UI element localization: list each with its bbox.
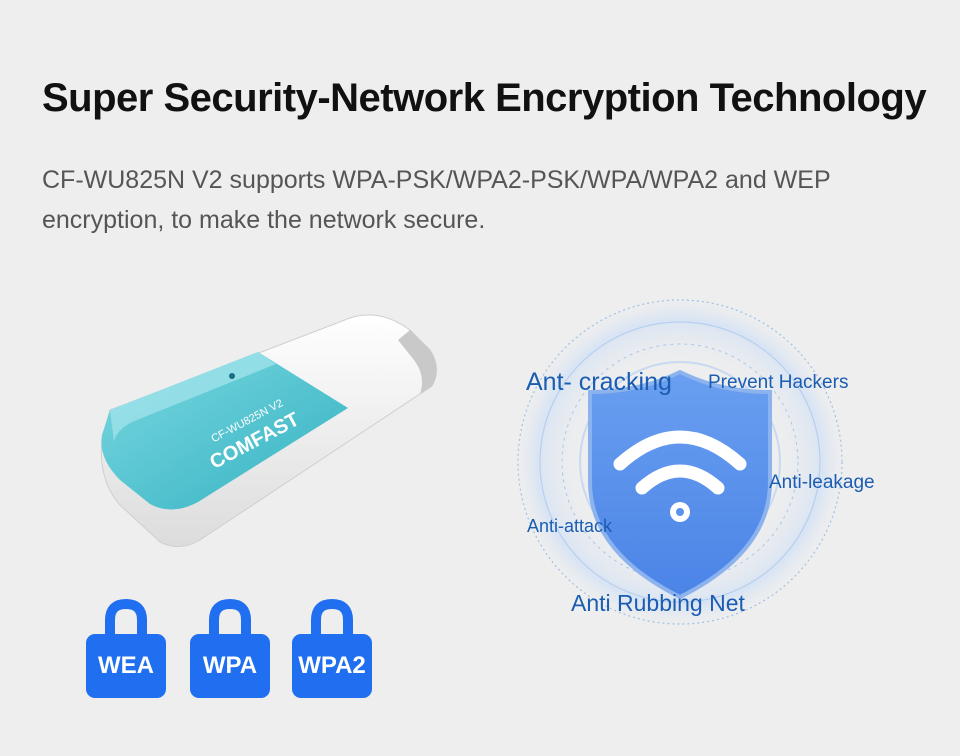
lock-icon: WPA: [190, 598, 270, 698]
wifi-icon: [613, 430, 747, 522]
lock-label-wea: WEA: [86, 634, 166, 698]
lock-label-wpa2: WPA2: [292, 634, 372, 698]
label-anti-cracking: Ant- cracking: [526, 368, 672, 396]
lock-icon: WEA: [86, 598, 166, 698]
label-prevent-hackers: Prevent Hackers: [708, 372, 849, 393]
shield-icon: [588, 369, 772, 600]
encryption-locks: WEA WPA WPA2: [86, 598, 386, 703]
usb-adapter-image: COMFAST CF-WU825N V2: [100, 314, 437, 547]
lock-icon: WPA2: [292, 598, 372, 698]
page-description: CF-WU825N V2 supports WPA-PSK/WPA2-PSK/W…: [42, 166, 831, 234]
page-title: Super Security-Network Encryption Techno…: [42, 76, 927, 120]
label-anti-attack: Anti-attack: [527, 516, 613, 536]
label-anti-leakage: Anti-leakage: [769, 472, 875, 493]
lock-label-wpa: WPA: [190, 634, 270, 698]
security-shield-graphic: [512, 294, 848, 630]
label-anti-rubbing-net: Anti Rubbing Net: [571, 590, 745, 616]
